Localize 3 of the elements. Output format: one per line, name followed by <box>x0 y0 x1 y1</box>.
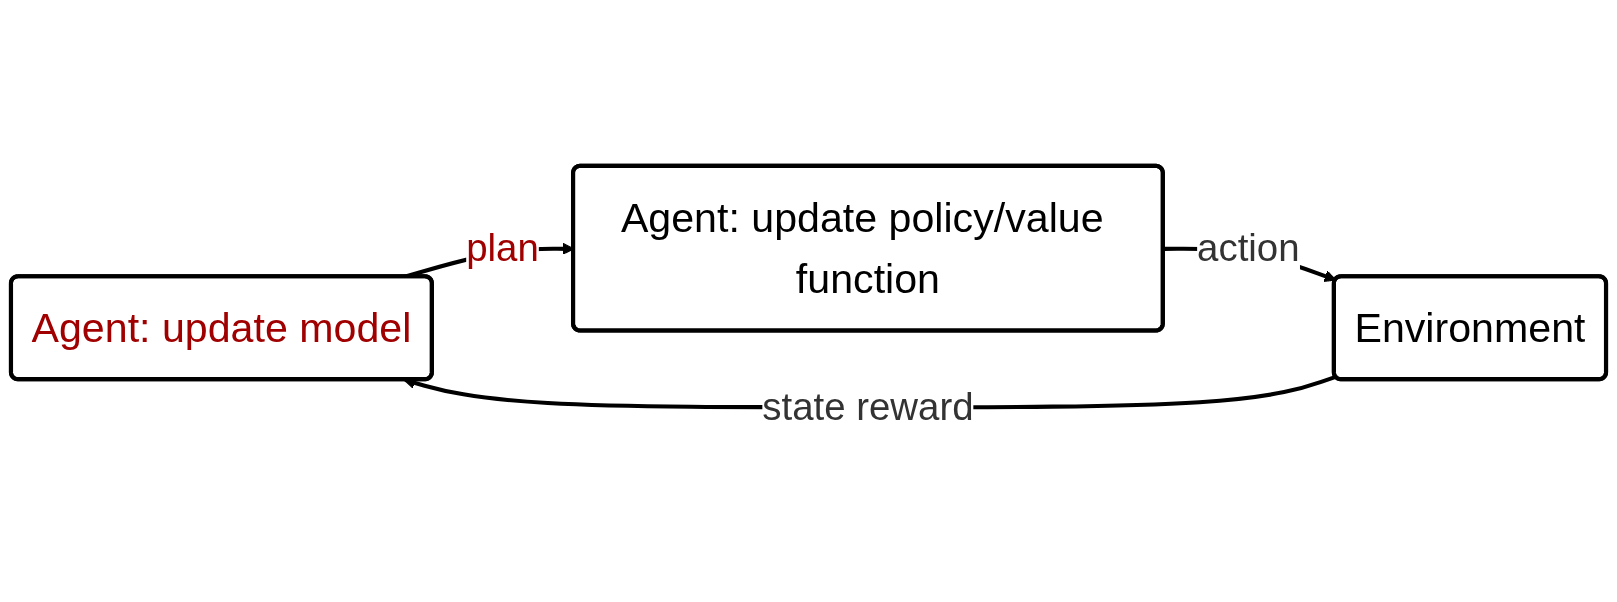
edge-label: plan <box>466 226 539 269</box>
edge-label: action <box>1197 226 1300 269</box>
edge-label: state reward <box>762 385 974 428</box>
